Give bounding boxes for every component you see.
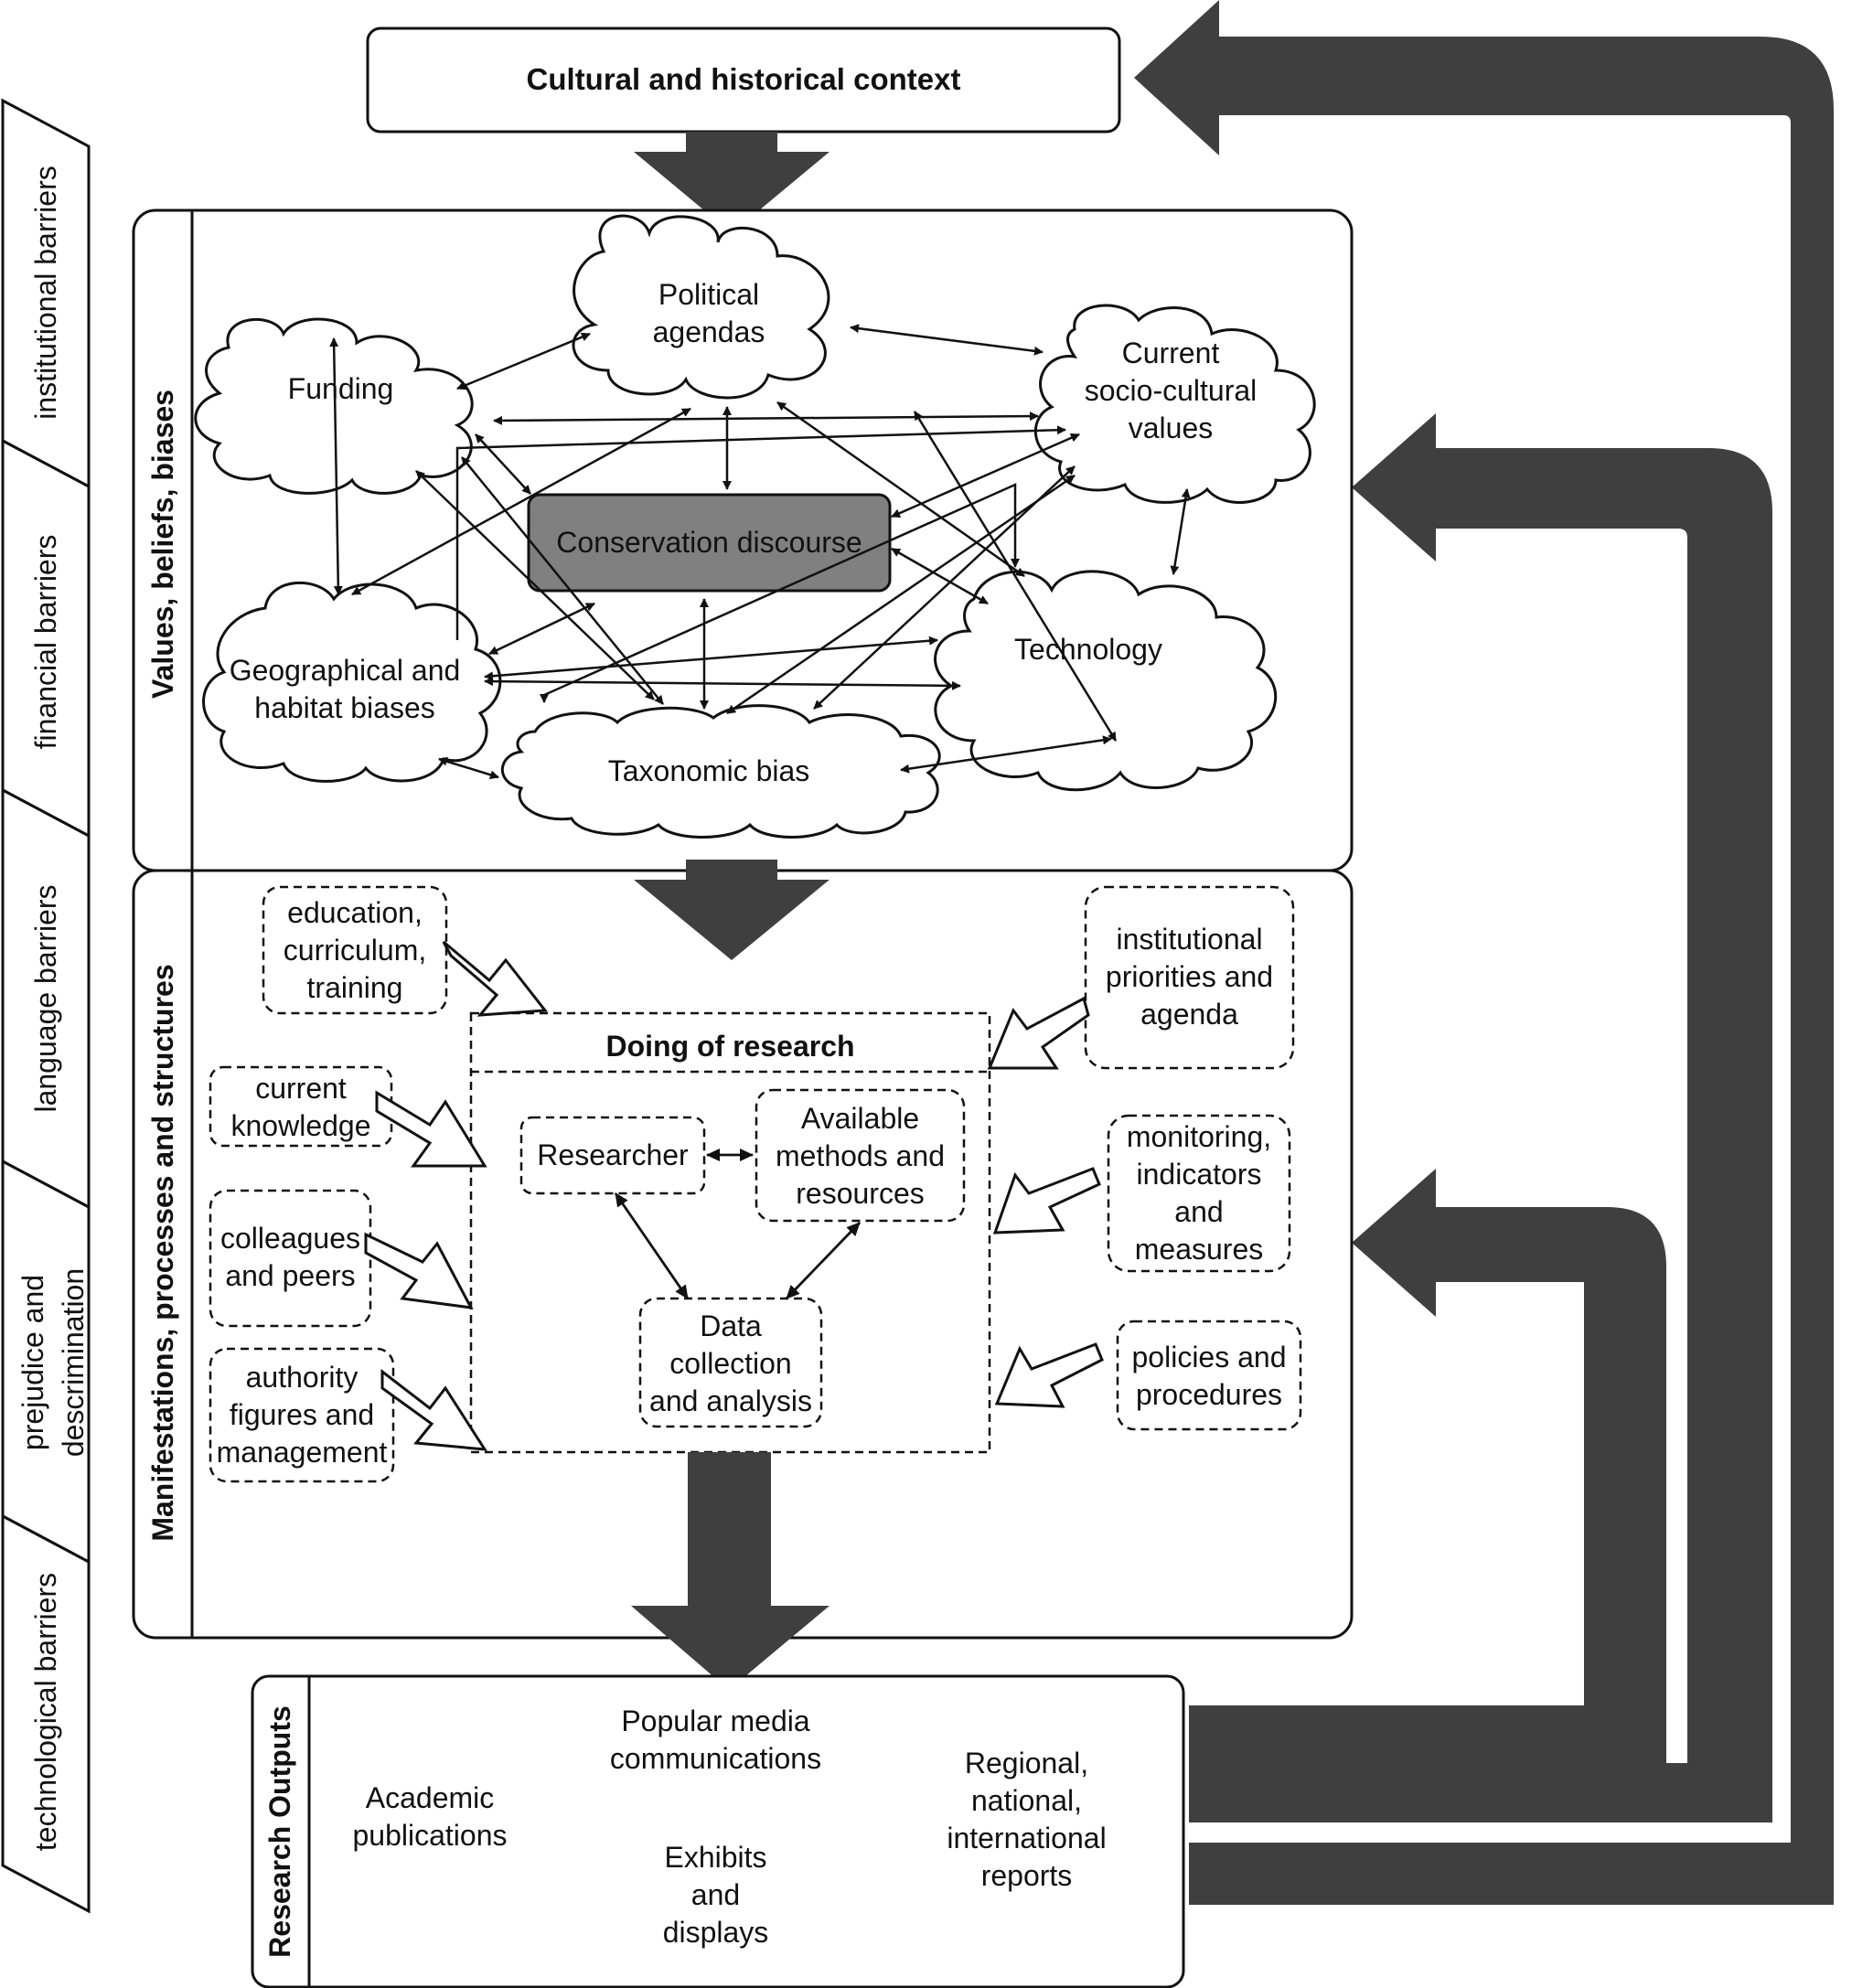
outputs-popular: Popular media communications — [609, 1705, 822, 1775]
outputs-reports: Regional, national, international report… — [947, 1747, 1107, 1892]
policies-node — [1116, 1320, 1302, 1431]
authority-label: authority figures and management — [216, 1361, 388, 1469]
arrow-monitoring — [992, 1167, 1101, 1234]
outputs-academic: Academic publications — [352, 1781, 508, 1852]
context-title: Cultural and historical context — [526, 62, 961, 96]
cloud-current-label: Current socio-cultural values — [1084, 337, 1258, 444]
context-down-arrow — [634, 132, 829, 233]
barrier-financial-label: financial barriers — [29, 534, 62, 750]
arrow-education — [442, 940, 548, 1017]
outputs-box — [251, 1674, 1185, 1988]
values-section-title: Values, beliefs, biases — [146, 390, 179, 699]
input-arrows — [364, 940, 1104, 1451]
education-node — [262, 885, 448, 1015]
data-label: Data collection and analysis — [649, 1309, 812, 1417]
barrier-institutional-label: institutional barriers — [29, 166, 62, 420]
knowledge-label: current knowledge — [230, 1072, 371, 1142]
data-node — [638, 1297, 823, 1428]
colleagues-node — [209, 1189, 372, 1328]
cloud-funding-label: Funding — [287, 372, 394, 405]
research-title: Doing of research — [605, 1030, 855, 1063]
arrow-policies — [994, 1342, 1104, 1408]
cloud-geographical-label: Geographical and habitat biases — [229, 654, 461, 724]
manifest-section-title: Manifestations, processes and structures — [146, 964, 179, 1542]
feedback-loops — [1134, 0, 1834, 1905]
researcher-label: Researcher — [537, 1138, 689, 1171]
outputs-exhibits: Exhibits and displays — [662, 1841, 769, 1949]
research-down-arrow — [631, 1452, 829, 1690]
center-label: Conservation discourse — [556, 526, 862, 559]
colleagues-label: colleagues and peers — [220, 1222, 360, 1292]
arrow-authority — [380, 1368, 487, 1451]
policies-label: policies and procedures — [1131, 1341, 1287, 1411]
cloud-technology-label: Technology — [1014, 633, 1162, 666]
methods-label: Available methods and resources — [775, 1102, 945, 1210]
barrier-strip — [1, 98, 91, 1914]
cloud-political-label: Political agendas — [652, 278, 765, 348]
values-down-arrow — [634, 860, 829, 960]
education-label: education, curriculum, training — [283, 896, 427, 1004]
arrow-colleagues — [364, 1232, 474, 1309]
knowledge-node — [209, 1065, 393, 1148]
methods-node — [755, 1088, 966, 1223]
outputs-title: Research Outputs — [263, 1705, 296, 1958]
cloud-taxonomic-label: Taxonomic bias — [607, 754, 810, 787]
institutional-node — [1084, 885, 1295, 1070]
barrier-technological-shape — [1, 1513, 91, 1914]
cloud-taxonomic — [500, 704, 941, 839]
barrier-prejudice-label: prejudice and descrimination — [16, 1267, 90, 1458]
monitoring-label: monitoring, indicators and measures — [1126, 1120, 1272, 1266]
barrier-language-label: language barriers — [29, 884, 62, 1113]
monitoring-node — [1107, 1114, 1291, 1273]
researcher-node — [519, 1116, 706, 1195]
authority-node — [209, 1347, 395, 1483]
arrow-institutional — [987, 996, 1090, 1070]
feedback-arrow-middle — [1189, 413, 1772, 1822]
institutional-label: institutional priorities and agenda — [1105, 923, 1274, 1031]
feedback-arrow-inner — [1189, 1169, 1666, 1765]
arrow-knowledge — [375, 1090, 487, 1168]
barrier-technological-label: technological barriers — [29, 1572, 62, 1852]
